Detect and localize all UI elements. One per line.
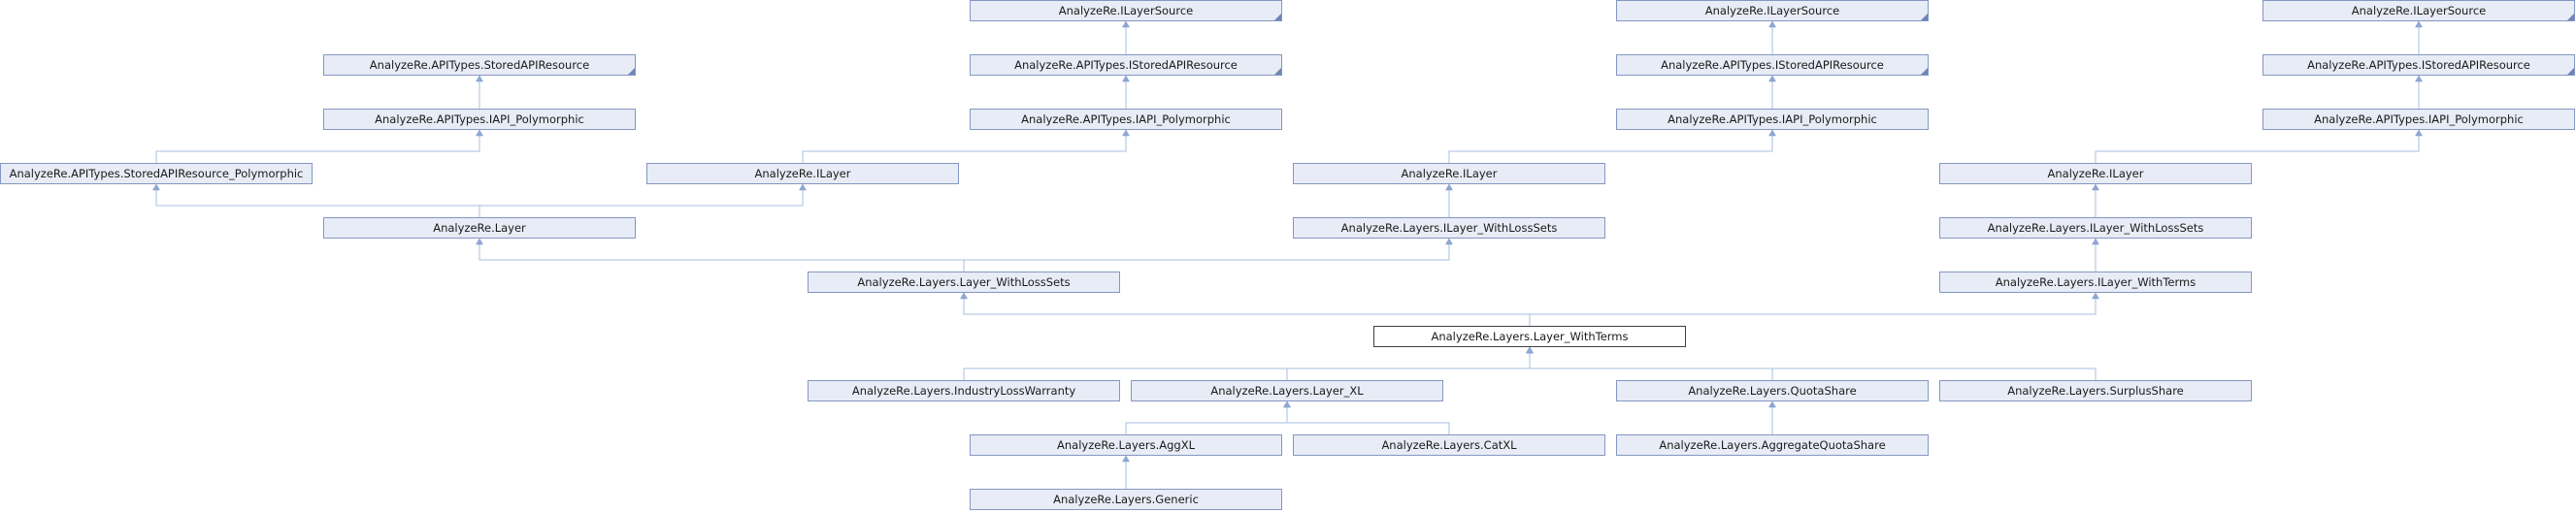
node-catxl[interactable]: AnalyzeRe.Layers.CatXL [1293, 434, 1605, 456]
edge-n_sarpoly-to-n_ipoly1 [155, 136, 480, 163]
node-quotashare[interactable]: AnalyzeRe.Layers.QuotaShare [1616, 380, 1929, 401]
edge-arrowhead [1122, 20, 1130, 28]
edge-n_ilayer2-to-n_ipoly3 [1448, 136, 1773, 163]
node-layer-withlosssets[interactable]: AnalyzeRe.Layers.Layer_WithLossSets [808, 272, 1120, 293]
edge-n_xl-to-n_lwt [1286, 353, 1531, 380]
node-iapi-polymorphic-1[interactable]: AnalyzeRe.APITypes.IAPI_Polymorphic [323, 109, 636, 130]
node-industrylosswarranty[interactable]: AnalyzeRe.Layers.IndustryLossWarranty [808, 380, 1120, 401]
edge-arrowhead [1768, 129, 1776, 137]
node-surplusshare[interactable]: AnalyzeRe.Layers.SurplusShare [1939, 380, 2252, 401]
edge-n_catxl-to-n_xl [1286, 407, 1450, 434]
node-ilayer-1[interactable]: AnalyzeRe.ILayer [646, 163, 959, 184]
node-layer-withterms-current: AnalyzeRe.Layers.Layer_WithTerms [1373, 326, 1686, 347]
edge-arrowhead [1768, 75, 1776, 82]
node-iapi-polymorphic-2[interactable]: AnalyzeRe.APITypes.IAPI_Polymorphic [970, 109, 1282, 130]
node-aggxl[interactable]: AnalyzeRe.Layers.AggXL [970, 434, 1282, 456]
edge-arrowhead [2092, 238, 2099, 245]
node-aggregatequotashare[interactable]: AnalyzeRe.Layers.AggregateQuotaShare [1616, 434, 1929, 456]
edge-arrowhead [476, 75, 483, 82]
node-iapi-polymorphic-3[interactable]: AnalyzeRe.APITypes.IAPI_Polymorphic [1616, 109, 1929, 130]
node-ilayer-withlosssets-2[interactable]: AnalyzeRe.Layers.ILayer_WithLossSets [1939, 217, 2252, 239]
edge-n_lwt-to-n_lwls [963, 299, 1531, 326]
edge-arrowhead [476, 129, 483, 137]
edge-n_lwls-to-n_layer [479, 244, 965, 272]
edge-n_ilayer2-to-n_source2 [1448, 27, 1773, 163]
edge-n_ilayer1-to-n_source1 [802, 27, 1127, 163]
edge-arrowhead [2092, 183, 2099, 191]
edge-n_ilayer3-to-n_ipoly4 [2095, 136, 2420, 163]
edge-arrowhead [1768, 400, 1776, 408]
edge-arrowhead [1445, 238, 1453, 245]
edge-arrowhead [476, 238, 483, 245]
edge-arrowhead [2415, 129, 2423, 137]
edge-arrowhead [1122, 455, 1130, 463]
edge-arrowhead [1122, 129, 1130, 137]
edge-arrowhead [1445, 183, 1453, 191]
edge-n_layer-to-n_ilayer1 [479, 190, 804, 217]
edge-n_ilw-to-n_lwt [963, 353, 1531, 380]
node-istoredapiresource-2[interactable]: AnalyzeRe.APITypes.IStoredAPIResource [1616, 54, 1929, 76]
edge-arrowhead [2092, 292, 2099, 300]
node-ilayersource-2[interactable]: AnalyzeRe.ILayerSource [1616, 0, 1929, 21]
node-layer[interactable]: AnalyzeRe.Layer [323, 217, 636, 239]
node-ilayersource-3[interactable]: AnalyzeRe.ILayerSource [2262, 0, 2575, 21]
edge-arrowhead [1768, 20, 1776, 28]
node-ilayer-withlosssets-1[interactable]: AnalyzeRe.Layers.ILayer_WithLossSets [1293, 217, 1605, 239]
node-istoredapiresource-3[interactable]: AnalyzeRe.APITypes.IStoredAPIResource [2262, 54, 2575, 76]
node-ilayersource-1[interactable]: AnalyzeRe.ILayerSource [970, 0, 1282, 21]
node-storedapiresource-polymorphic[interactable]: AnalyzeRe.APITypes.StoredAPIResource_Pol… [0, 163, 313, 184]
edge-arrowhead [799, 183, 807, 191]
edge-arrowhead [1283, 400, 1291, 408]
edge-n_ilayer3-to-n_source3 [2095, 27, 2420, 163]
node-storedapiresource[interactable]: AnalyzeRe.APITypes.StoredAPIResource [323, 54, 636, 76]
edge-n_lwls-to-n_ilwls1 [963, 244, 1450, 272]
node-ilayer-2[interactable]: AnalyzeRe.ILayer [1293, 163, 1605, 184]
edge-arrowhead [960, 292, 968, 300]
edge-arrowhead [2415, 20, 2423, 28]
node-ilayer-3[interactable]: AnalyzeRe.ILayer [1939, 163, 2252, 184]
edge-n_qs-to-n_lwt [1529, 353, 1773, 380]
edge-arrowhead [1122, 75, 1130, 82]
node-iapi-polymorphic-4[interactable]: AnalyzeRe.APITypes.IAPI_Polymorphic [2262, 109, 2575, 130]
node-istoredapiresource-1[interactable]: AnalyzeRe.APITypes.IStoredAPIResource [970, 54, 1282, 76]
edge-arrowhead [1526, 346, 1534, 354]
edge-arrowhead [2415, 75, 2423, 82]
node-generic[interactable]: AnalyzeRe.Layers.Generic [970, 489, 1282, 510]
edge-n_ss-to-n_lwt [1529, 353, 2097, 380]
edge-n_aggxl-to-n_xl [1125, 407, 1288, 434]
edge-n_layer-to-n_sarpoly [155, 190, 480, 217]
node-ilayer-withterms[interactable]: AnalyzeRe.Layers.ILayer_WithTerms [1939, 272, 2252, 293]
edge-n_ilayer1-to-n_ipoly2 [802, 136, 1127, 163]
edge-n_lwt-to-n_ilwt [1529, 299, 2097, 326]
edge-arrowhead [152, 183, 160, 191]
node-layer-xl[interactable]: AnalyzeRe.Layers.Layer_XL [1131, 380, 1443, 401]
